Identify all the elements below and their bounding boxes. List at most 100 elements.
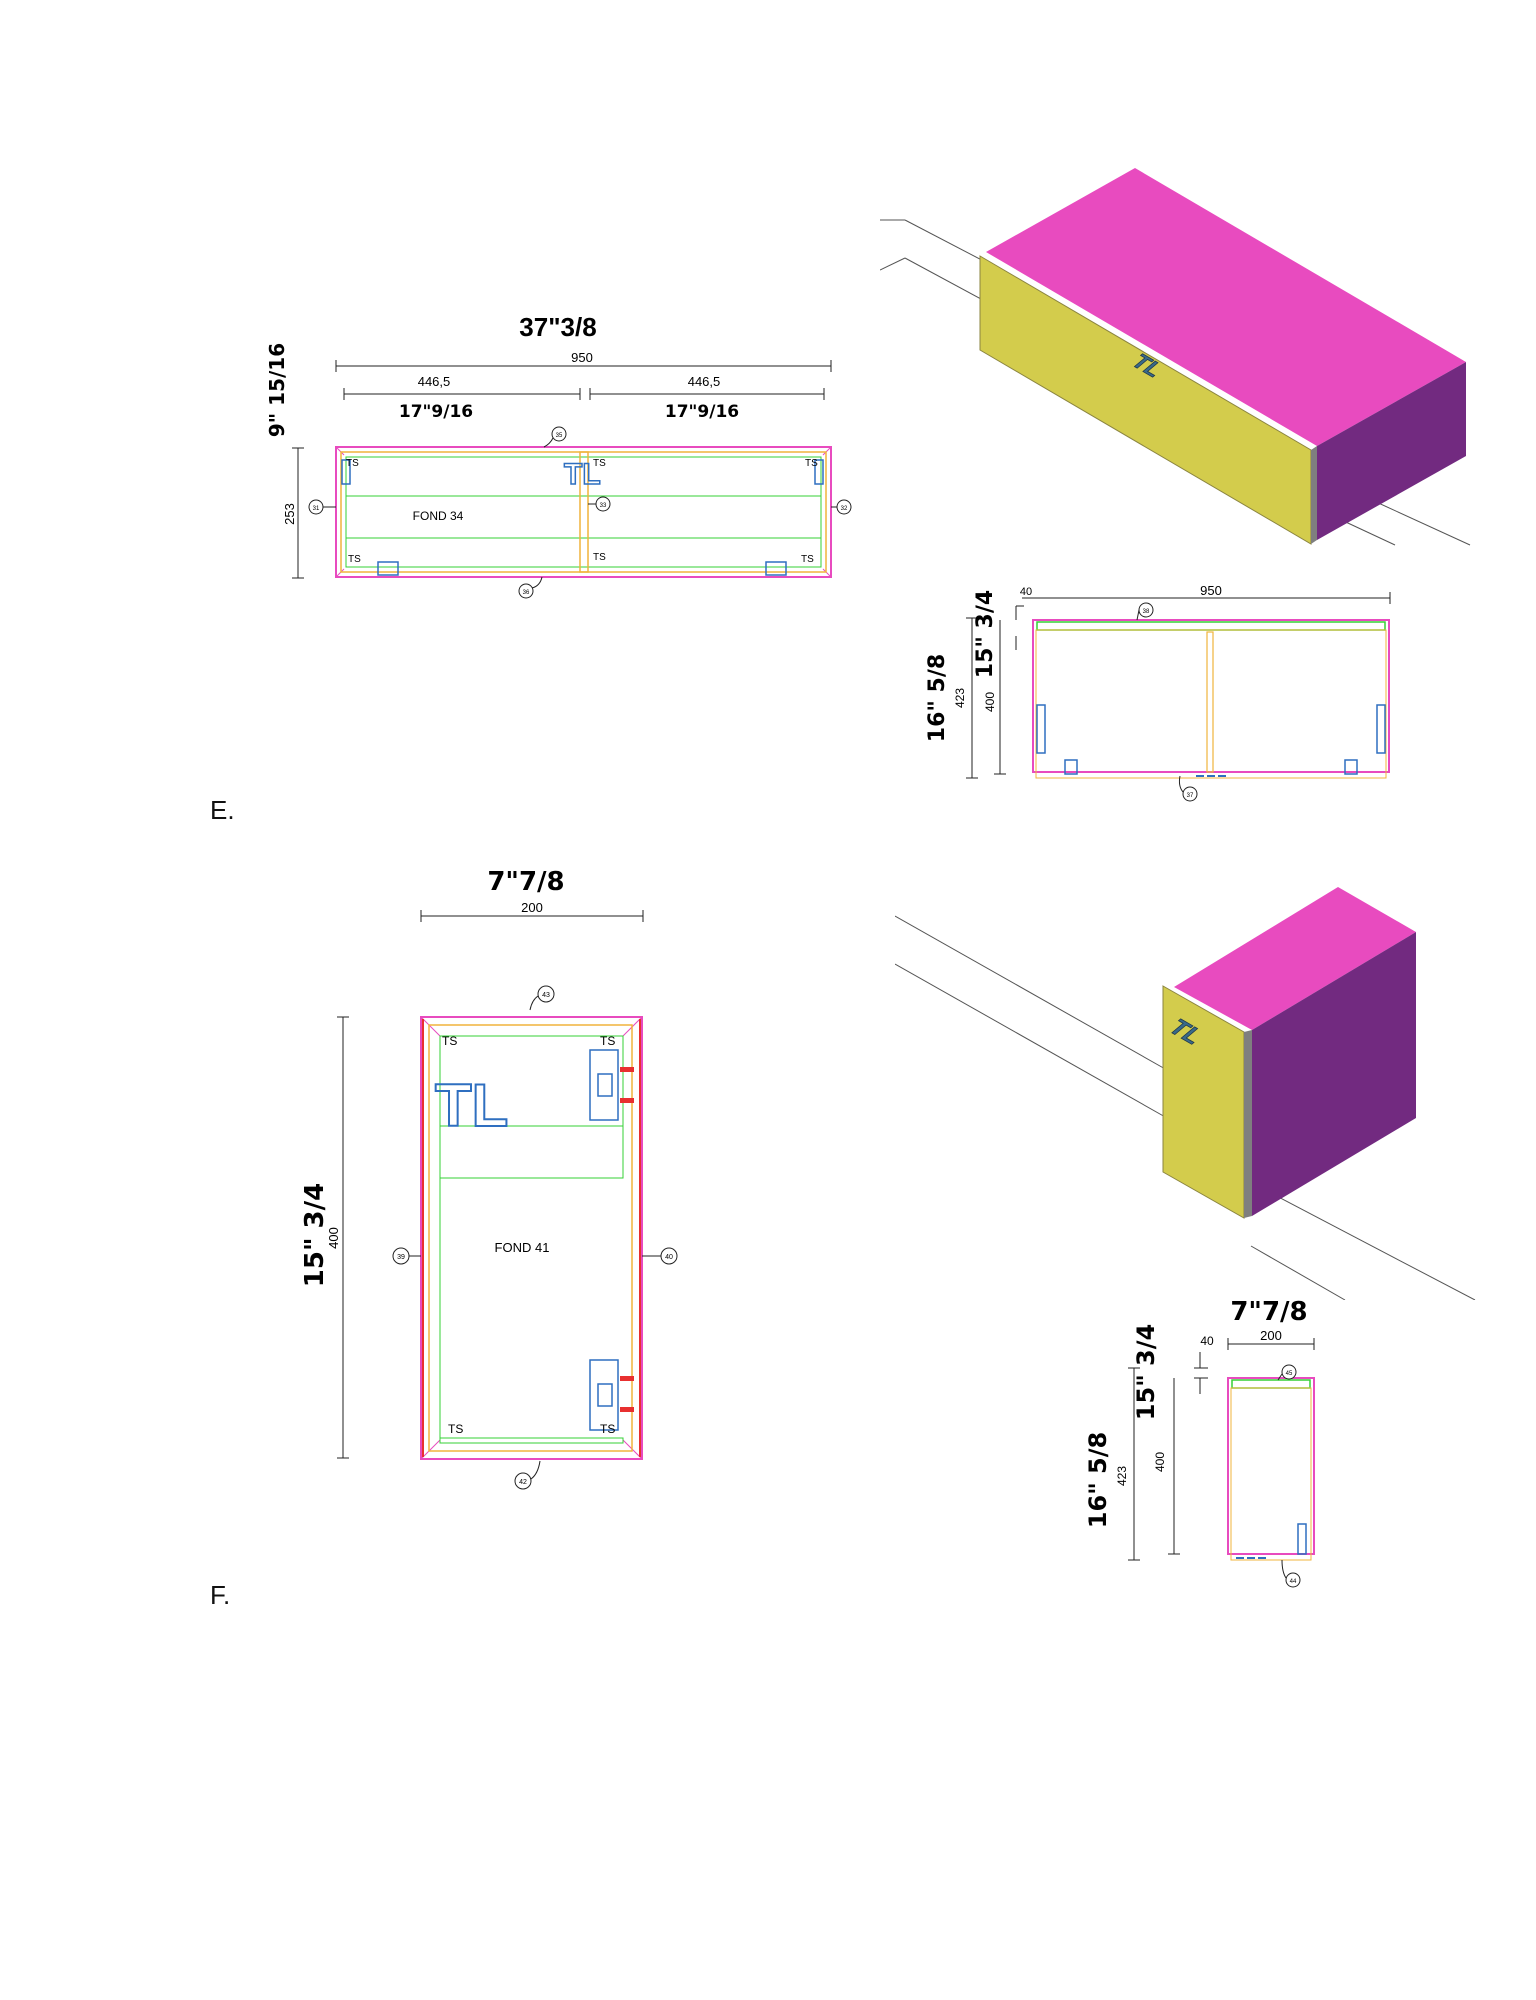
f-elev-top-green [1231,1379,1311,1389]
left-width-mm: 446,5 [418,374,451,389]
f-inner-green [439,1035,624,1179]
f-ts-label-1: TS [442,1034,457,1048]
ts-label-4: TS [348,554,361,565]
f-ts-label-2: TS [600,1034,615,1048]
plan-logo-tl: TL [564,458,601,491]
f-elev-cabinet-magenta [1227,1377,1315,1555]
f-elev-offset-mm: 40 [1200,1334,1214,1348]
f-iso-side-face [1252,932,1416,1216]
elev-foot-left [1064,759,1078,775]
f-hinge-pin-2 [620,1098,634,1103]
f-hinge-pin-3 [620,1376,634,1381]
callout-bottom: 36 [518,576,543,599]
elev-total-fraction: 16" 5/8 [925,654,950,742]
callout-left: 31 [308,499,336,515]
f-elev-callout-top: 45 [1277,1364,1297,1381]
svg-text:36: 36 [523,590,530,596]
elev-offset-mm: 40 [1020,586,1032,598]
cabinet-inner-green [345,456,822,568]
f-iso-front-face [1162,985,1245,1219]
f-elev-width-mm: 200 [1260,1328,1282,1343]
f-callout-left: 39 [392,1247,421,1265]
svg-text:39: 39 [397,1254,405,1261]
foot-right [765,561,787,576]
section-e-isometric-drawing: TL [880,168,1471,546]
f-cabinet-outer [420,1016,643,1460]
overall-width-fraction: 37"3/8 [519,312,596,342]
ts-label-5: TS [593,552,606,563]
f-width-fraction: 7"7/8 [487,867,564,897]
right-width-fraction: 17"9/16 [665,402,739,422]
svg-text:38: 38 [1143,609,1150,615]
ts-label-3: TS [805,458,818,469]
foot-left [377,561,399,576]
elev-inner-mm: 400 [983,692,997,712]
left-width-fraction: 17"9/16 [399,402,473,422]
f-iso-top-face [1174,887,1416,1030]
iso-top-face [986,168,1466,446]
f-width-mm: 200 [521,900,543,915]
section-e-plan-drawing: 37"3/8 950 446,5 446,5 17"9/16 17"9/16 9… [265,312,852,599]
f-inner-orange [428,1024,633,1452]
f-elev-total-mm: 423 [1115,1466,1129,1486]
callout-right: 32 [831,499,852,515]
f-plan-logo-tl: TL [435,1072,508,1139]
svg-text:45: 45 [1286,1371,1293,1377]
f-hinge-pin-4 [620,1407,634,1412]
f-callout-right: 40 [642,1247,678,1265]
fond-label: FOND 34 [413,509,464,523]
svg-text:37: 37 [1187,793,1194,799]
f-elev-total-fraction: 16" 5/8 [1084,1432,1112,1528]
section-e-label: E. [210,795,235,825]
f-inner-bottom [439,1437,624,1444]
elev-foot-right [1344,759,1358,775]
svg-text:35: 35 [556,433,563,439]
svg-text:33: 33 [600,503,607,509]
f-callout-top: 43 [529,985,555,1011]
elev-hinge-right [1376,704,1386,754]
f-elev-callout-bottom: 44 [1281,1559,1301,1588]
f-height-fraction: 15" 3/4 [300,1183,330,1287]
svg-text:32: 32 [841,506,848,512]
f-wall-line-2 [895,963,1168,1119]
elev-inner-fraction: 15" 3/4 [973,590,998,678]
hinge-right [814,459,824,485]
f-hinge-bottom [589,1359,619,1431]
callout-top: 35 [543,426,567,448]
elev-cabinet-magenta [1032,619,1390,773]
overall-width-mm: 950 [571,350,593,365]
f-height-mm: 400 [326,1227,341,1249]
hinge-left [341,459,351,485]
ts-label-6: TS [801,554,814,565]
svg-text:31: 31 [313,506,320,512]
callout-mid: 33 [588,496,611,512]
f-elev-width-fraction: 7"7/8 [1230,1297,1307,1327]
ts-label-1: TS [346,458,359,469]
f-wall-line-1 [895,915,1168,1071]
f-elev-inner-mm: 400 [1153,1452,1167,1472]
cabinet-outer-outline [335,446,832,578]
f-iso-edge-strip [1244,1030,1252,1218]
svg-text:40: 40 [665,1254,673,1261]
f-fond-label: FOND 41 [495,1240,550,1255]
f-callout-bottom: 42 [514,1460,541,1490]
section-e-elevation-drawing: 950 40 16" 5/8 423 15" 3/4 400 38 37 [925,583,1391,802]
height-mm: 253 [282,503,297,525]
f-elev-hinge [1297,1523,1307,1555]
svg-text:42: 42 [519,1479,527,1486]
svg-text:44: 44 [1290,1579,1297,1585]
svg-text:43: 43 [542,992,550,999]
right-width-mm: 446,5 [688,374,721,389]
ts-label-2: TS [593,458,606,469]
iso-side-face [1317,362,1466,540]
section-f-plan-drawing: 7"7/8 200 15" 3/4 400 TL FOND 41 TS TS T… [300,867,678,1490]
elev-total-mm: 423 [953,688,967,708]
section-f-elevation-drawing: 7"7/8 200 40 16" 5/8 423 15" 3/4 400 45 … [1084,1297,1315,1588]
elev-callout-bottom: 37 [1178,775,1198,802]
section-f-isometric-drawing: TL [895,887,1476,1300]
height-fraction: 9" 15/16 [265,343,289,437]
center-divider [579,451,589,573]
f-ts-label-3: TS [448,1422,463,1436]
section-f-label: F. [210,1580,231,1610]
elev-divider [1206,631,1214,773]
